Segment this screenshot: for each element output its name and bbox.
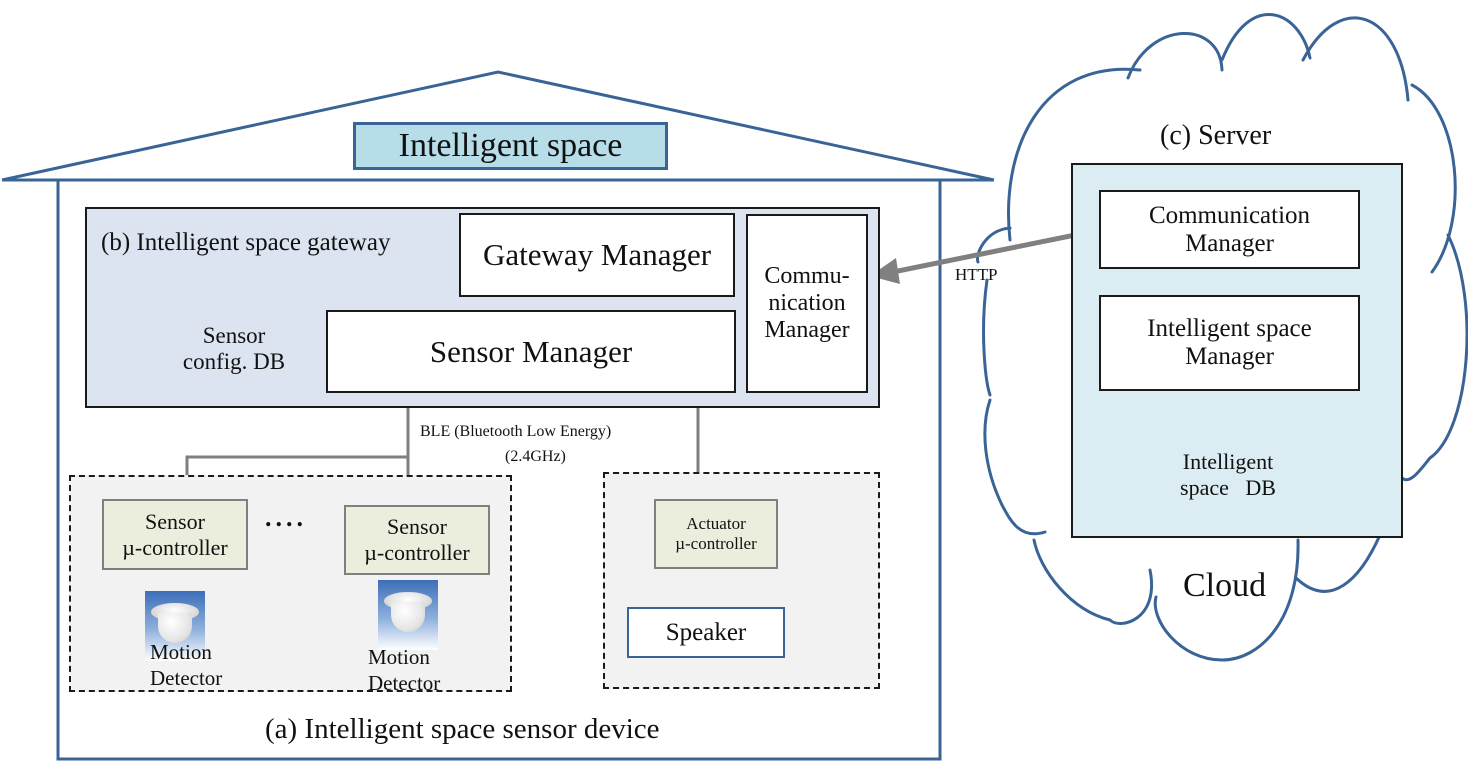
house-walls [56,178,942,761]
gateway-comm-line2: nication [768,290,846,316]
sensor-db-line1: Sensor [202,323,266,348]
sensor-controller-1-line2: µ-controller [122,534,228,560]
motion-detector-icon-2 [378,580,438,650]
motion-detector-1-line1: Motion [150,640,212,664]
server-comm-line1: Communication [1148,201,1311,229]
gateway-comm-line1: Commu- [764,263,850,289]
ble-label: BLE (Bluetooth Low Energy) [420,423,612,440]
sensor-controller-2-line2: µ-controller [364,540,470,565]
speaker-box[interactable]: Speaker [627,607,785,658]
gateway-label: (b) Intelligent space gateway [101,229,391,256]
speaker-label: Speaker [665,618,747,646]
actuator-controller-line2: µ-controller [675,534,757,553]
sensor-config-db[interactable]: Sensor config. DB [167,318,301,380]
intelligent-space-db[interactable]: Intelligent space DB [1154,440,1302,510]
motion-detector-icon-1 [145,591,205,661]
sensor-controller-2[interactable]: Sensor µ-controller [344,505,490,575]
ble-frequency: (2.4GHz) [505,448,566,465]
sensor-manager-box[interactable]: Sensor Manager [326,310,736,393]
sensor-controller-1-line1: Sensor [145,508,205,534]
motion-detector-1-line2: Detector [150,666,223,690]
actuator-controller[interactable]: Actuator µ-controller [654,499,778,569]
motion-detector-2-line2: Detector [368,671,441,695]
server-comm-line2: Manager [1185,229,1274,257]
sensor-device-label: (a) Intelligent space sensor device [265,713,660,745]
cloud-shape [976,13,1468,662]
space-manager-line1: Intelligent space [1147,315,1312,342]
gateway-comm-line3: Manager [764,317,850,343]
ellipsis: .... [265,503,307,532]
space-manager-line2: Manager [1185,343,1274,370]
sensor-db-line2: config. DB [182,349,286,374]
actuator-controller-line1: Actuator [686,514,746,533]
intelligent-space-title-box: Intelligent space [353,122,668,170]
http-label: HTTP [955,265,998,284]
sensor-manager-label: Sensor Manager [429,333,633,369]
cloud-label: Cloud [1183,567,1267,604]
sensor-controller-2-line1: Sensor [387,514,447,539]
intelligent-space-manager-box[interactable]: Intelligent space Manager [1099,295,1360,391]
server-label: (c) Server [1160,120,1272,151]
server-comm-manager-box[interactable]: Communication Manager [1099,190,1360,269]
gateway-manager-box[interactable]: Gateway Manager [459,213,735,297]
house-roof [1,70,995,182]
gateway-comm-manager-box[interactable]: Commu- nication Manager [746,214,868,393]
space-db-line1: Intelligent [1182,449,1274,474]
space-db-line2: space DB [1180,475,1276,500]
sensor-controller-1[interactable]: Sensor µ-controller [102,499,248,570]
intelligent-space-title: Intelligent space [398,127,623,164]
gateway-manager-label: Gateway Manager [482,237,712,272]
motion-detector-2-line1: Motion [368,645,430,669]
